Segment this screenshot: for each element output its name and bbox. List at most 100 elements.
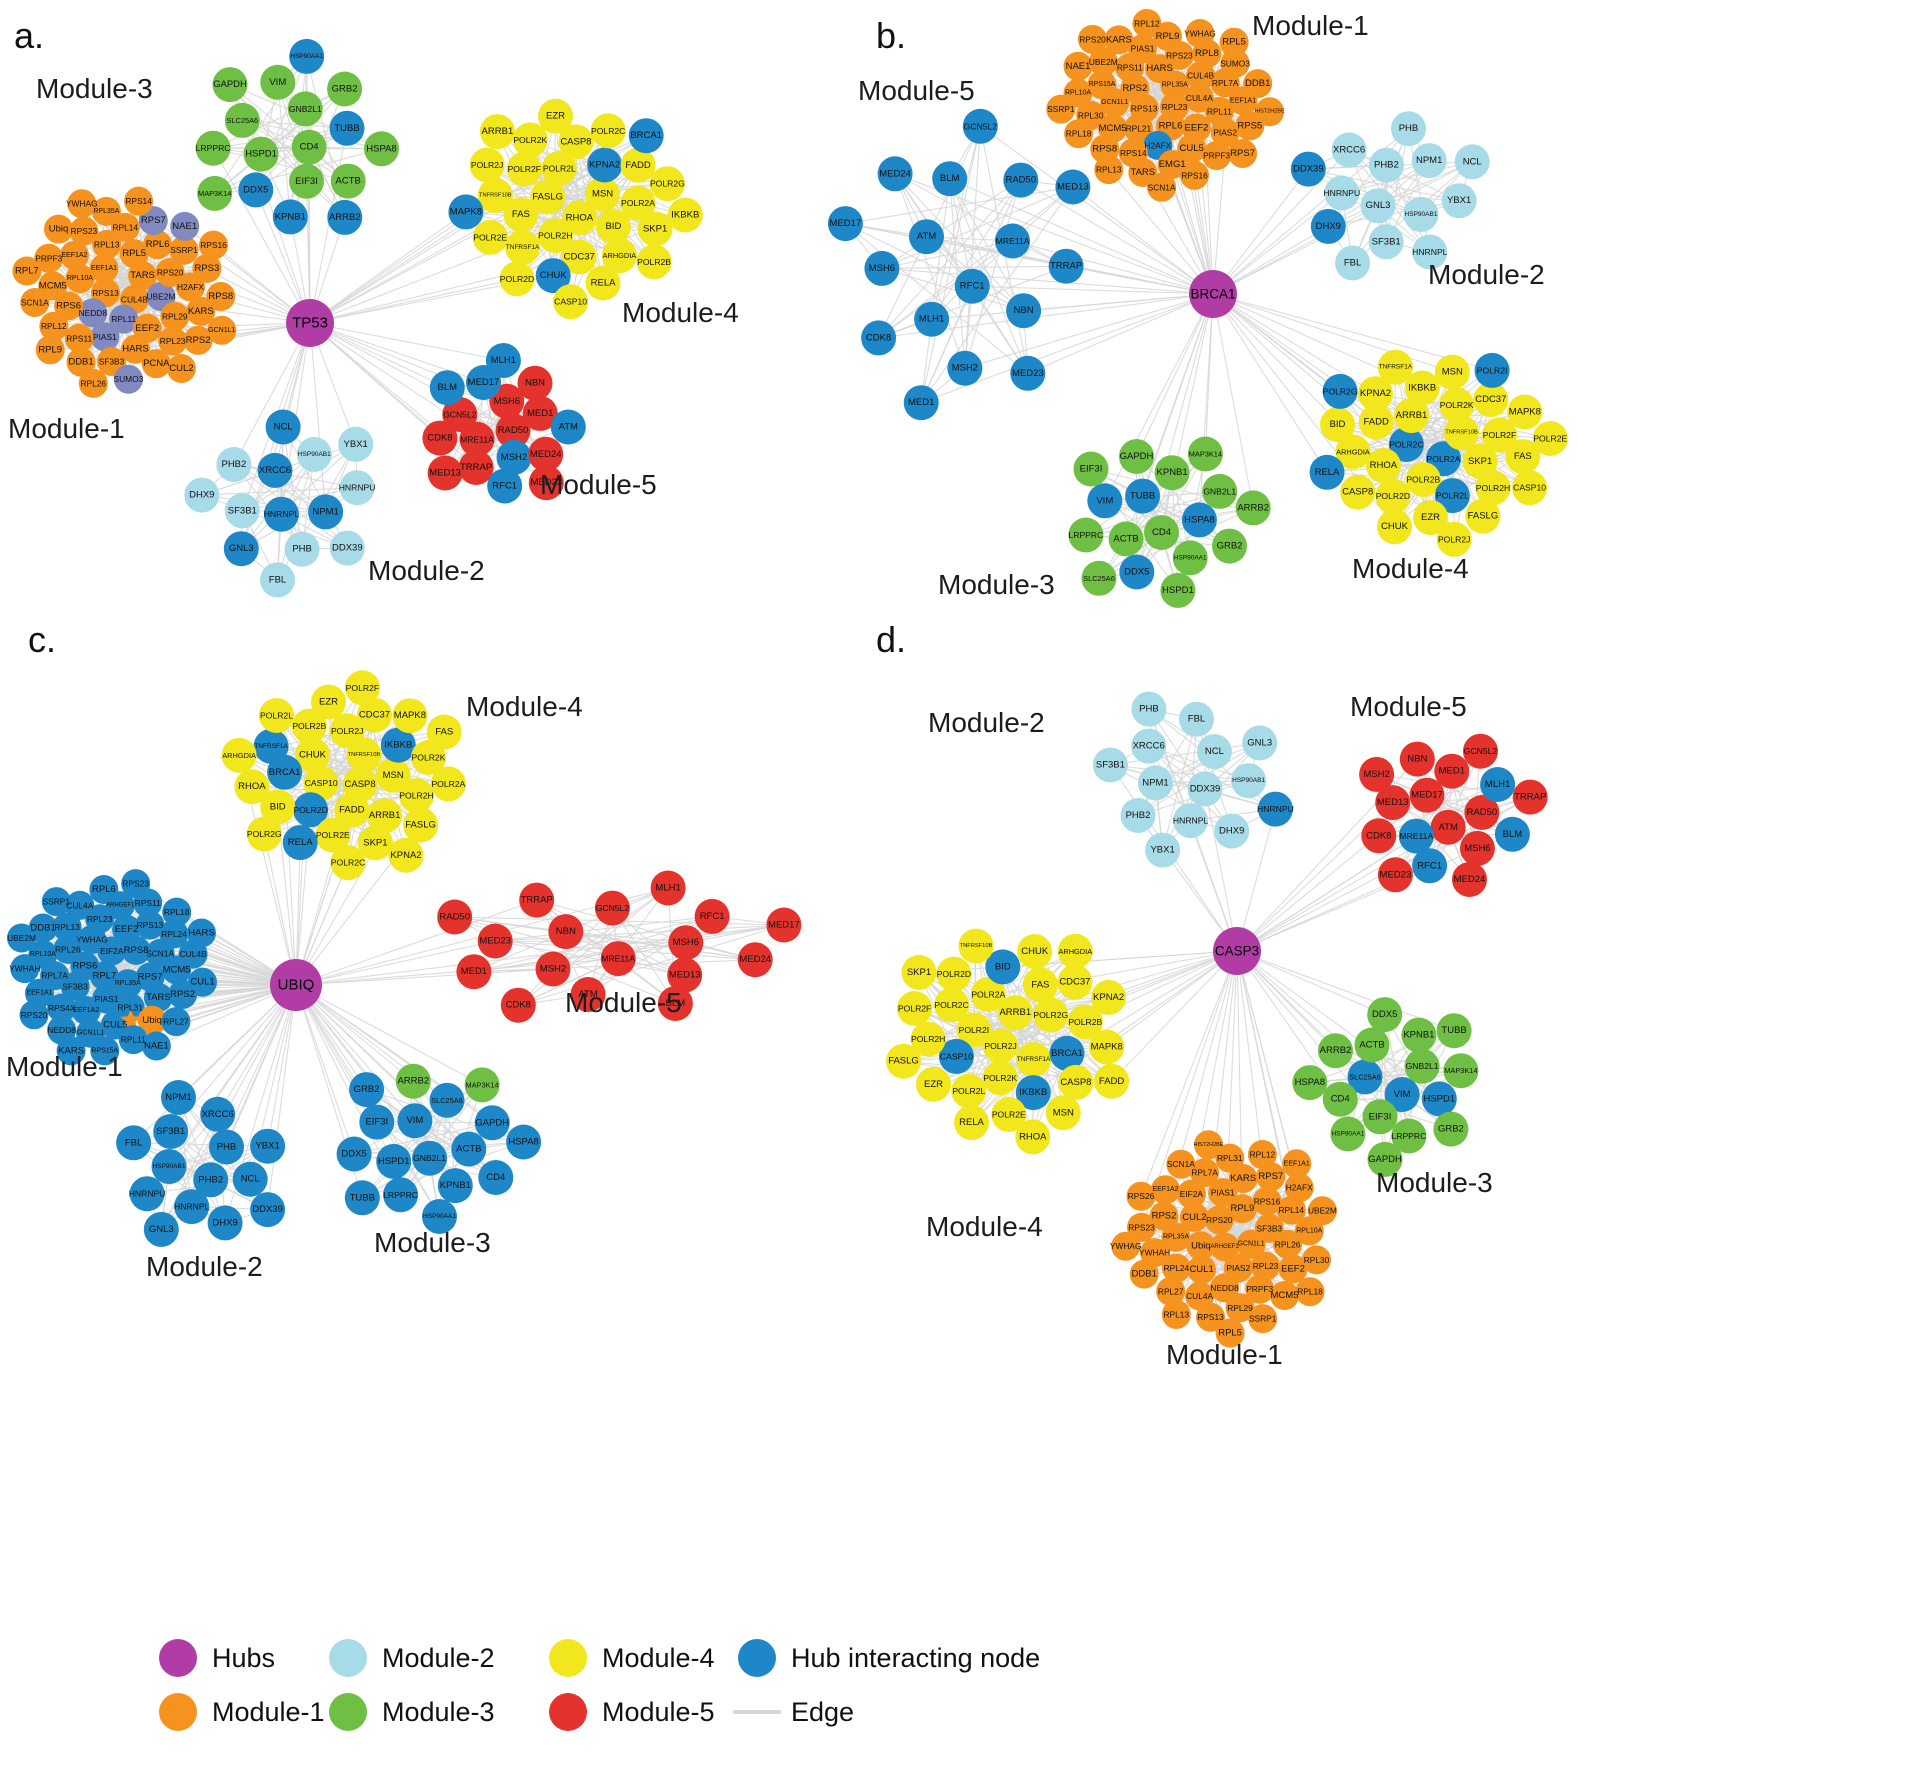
node-label: SF3B3	[62, 981, 88, 991]
node-NCL	[1196, 734, 1232, 770]
node-GCN5L2	[442, 397, 478, 432]
node-label: GCN1L1	[1101, 99, 1128, 106]
node-label: HSP90AA1	[290, 53, 323, 60]
node-label: RPL30	[1078, 110, 1104, 120]
node-label: FASLG	[888, 1056, 919, 1067]
node-label: RPL29	[162, 311, 188, 321]
node-label: POLR2J	[331, 726, 363, 736]
edge	[611, 907, 676, 1004]
node-label: BLM	[1503, 829, 1523, 840]
edge	[845, 186, 1073, 225]
node-label: H2AFX	[1144, 140, 1171, 150]
node-PIAS1	[90, 322, 120, 352]
node-label: RPL31	[117, 1003, 143, 1013]
hub-edge	[212, 147, 311, 324]
node-HIST2H2BE	[1255, 97, 1285, 127]
node-NPM1	[161, 1080, 196, 1115]
node-TNFRSF1A	[1377, 349, 1413, 385]
node-label: GRB2	[1217, 541, 1243, 552]
node-SF3B1	[153, 1114, 189, 1149]
edge	[1335, 1050, 1440, 1100]
node-label: MRE11A	[460, 434, 494, 444]
node-RPS2	[183, 325, 213, 355]
node-RPS4X	[47, 993, 77, 1023]
node-label: CASP10	[554, 297, 587, 307]
node-label: HIST2H2BE	[1255, 109, 1285, 115]
node-ATM	[1430, 809, 1466, 845]
node-label: FBL	[269, 574, 286, 585]
node-label: MSH6	[1464, 843, 1490, 854]
node-label: CUL4B	[121, 294, 148, 304]
node-MED23	[1010, 355, 1046, 391]
node-MSH6	[864, 250, 900, 286]
hub-edge	[295, 984, 355, 1155]
node-LRPPRC	[1391, 1118, 1427, 1154]
node-RPS13	[1196, 1302, 1225, 1332]
node-LRPPRC	[1068, 517, 1104, 553]
node-RPS16	[1180, 160, 1209, 190]
node-label: MLH1	[919, 314, 944, 325]
node-label: MRE11A	[601, 954, 635, 964]
module-label: Module-2	[368, 555, 485, 586]
node-label: SUMO3	[1220, 58, 1250, 68]
node-label: ARRB1	[369, 810, 401, 821]
node-label: HNRNPL	[174, 1202, 210, 1212]
node-POLR2K	[411, 739, 446, 775]
hub-edge	[1212, 149, 1350, 295]
node-CASP10	[303, 765, 339, 801]
node-label: POLR2D	[293, 805, 327, 815]
node-label: EIF3I	[365, 1117, 388, 1128]
node-label: SKP1	[907, 967, 931, 978]
hub-edge	[1136, 293, 1214, 457]
node-TNFRSF1A	[1016, 1042, 1052, 1077]
node-label: NPM1	[1142, 777, 1168, 788]
node-label: CDK8	[427, 433, 452, 444]
legend: HubsModule-1Module-2Module-3Module-4Modu…	[159, 1639, 1040, 1731]
node-label: IKBKB	[1408, 383, 1436, 394]
node-ARHGEF1	[1210, 1232, 1240, 1262]
labels-layer-a: CD4HSPD1GNB2L1EIF3ISLC25A6TUBBDDX5VIMACT…	[8, 15, 739, 586]
hub-edge	[295, 984, 483, 1086]
hub-edge	[1027, 293, 1214, 374]
node-HSPD1	[243, 136, 279, 172]
node-POLR2L	[541, 150, 577, 186]
hub-edge	[309, 278, 518, 324]
node-label: TNFRSF10B	[1445, 430, 1478, 436]
node-BRCA1	[1049, 1035, 1085, 1071]
node-EZR	[1413, 500, 1448, 536]
node-MED13	[427, 455, 463, 491]
node-label: XRCC6	[259, 465, 291, 476]
node-CDC37	[357, 697, 392, 733]
node-POLR2L	[951, 1073, 987, 1109]
node-label: HSPA8	[1184, 514, 1214, 525]
node-ARRB1	[367, 798, 403, 834]
node-label: EMG1	[1159, 159, 1186, 170]
node-label: GRB2	[332, 84, 358, 95]
node-RPL18	[1295, 1277, 1325, 1307]
node-label: HARS	[122, 344, 148, 355]
edge	[133, 1142, 251, 1180]
node-label: SKP1	[643, 223, 667, 234]
node-NBN	[1399, 741, 1435, 777]
node-MAPK8	[1089, 1029, 1125, 1065]
node-HSP90AA1	[1172, 540, 1208, 576]
node-label: FASLG	[405, 820, 436, 831]
node-label: POLR2K	[1440, 400, 1474, 410]
node-POLR2B	[636, 244, 672, 280]
node-label: HIST2H2BE	[1194, 1142, 1224, 1148]
hub-node-TP53	[286, 299, 334, 347]
legend-label: Module-2	[382, 1643, 495, 1673]
node-PRPF3	[34, 243, 64, 273]
hub-edge	[295, 899, 537, 986]
hub-edge	[1236, 808, 1276, 952]
node-label: DDB1	[30, 923, 55, 934]
node-label: KARS	[188, 306, 214, 317]
node-label: POLR2C	[591, 126, 625, 136]
node-TRRAP	[1512, 779, 1548, 815]
node-label: RPS11	[1117, 63, 1143, 73]
edge	[160, 1114, 219, 1230]
node-label: GAPDH	[475, 1117, 509, 1128]
node-label: POLR2K	[983, 1073, 1017, 1083]
node-RPL7	[12, 256, 42, 286]
node-label: MED23	[1380, 869, 1412, 880]
